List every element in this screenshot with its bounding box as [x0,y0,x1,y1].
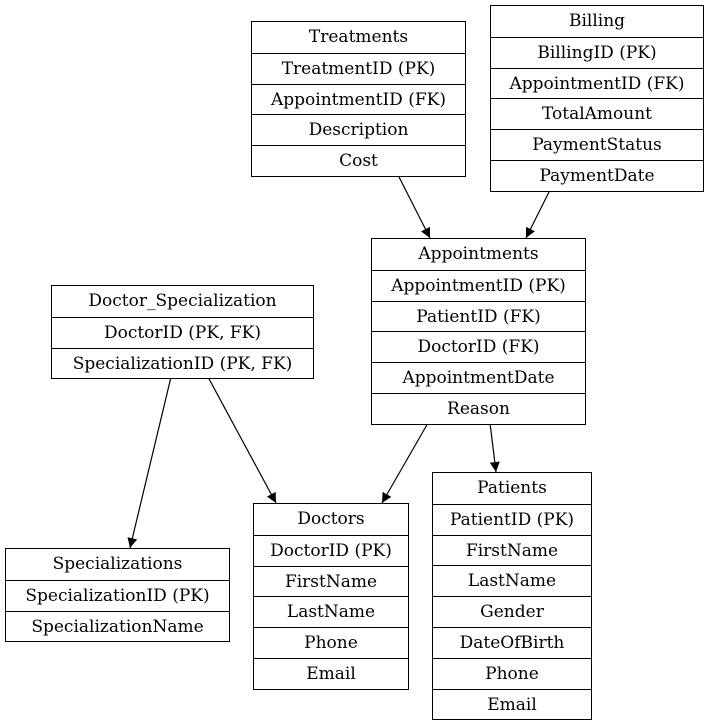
entity-field: TotalAmount [491,98,703,129]
edge-billing-appointments [525,189,551,239]
edge-docspec-doctors [207,376,277,504]
entity-field: Phone [254,627,408,658]
entity-field: FirstName [254,565,408,597]
entity-field: PaymentDate [491,159,703,191]
entity-field: SpecializationID (PK) [6,579,229,611]
entity-appointments[interactable]: Appointments AppointmentID (PK) PatientI… [371,238,586,425]
entity-field: TreatmentID (PK) [252,52,465,84]
entity-field: AppointmentDate [372,362,585,393]
entity-field: FirstName [433,534,591,566]
entity-patients[interactable]: Patients PatientID (PK) FirstName LastNa… [432,472,592,721]
entity-field: DoctorID (PK) [254,534,408,566]
entity-title: Doctors [297,509,365,529]
entity-doctor-specialization[interactable]: Doctor_Specialization DoctorID (PK, FK) … [51,285,314,380]
edge-appointments-patients [489,422,500,473]
edge-docspec-specializations [127,376,172,549]
entity-field: PaymentStatus [491,129,703,160]
entity-title: Appointments [418,244,539,264]
entity-field: BillingID (PK) [491,36,703,68]
entity-field: Reason [372,392,585,424]
entity-treatments[interactable]: Treatments TreatmentID (PK) AppointmentI… [251,21,466,177]
entity-field: DateOfBirth [433,626,591,658]
entity-field: Description [252,114,465,145]
entity-field: Phone [433,657,591,689]
entity-billing[interactable]: Billing BillingID (PK) AppointmentID (FK… [490,5,704,192]
entity-title: Patients [477,478,547,498]
entity-field: AppointmentID (PK) [372,269,585,301]
entity-field: DoctorID (FK) [372,331,585,362]
entity-title: Treatments [308,27,409,47]
entity-specializations[interactable]: Specializations SpecializationID (PK) Sp… [5,548,230,643]
edge-appointments-doctors [381,422,429,504]
entity-field: Email [433,688,591,720]
entity-field: Email [254,657,408,689]
entity-field: LastName [433,565,591,596]
entity-field: LastName [254,596,408,627]
entity-field: AppointmentID (FK) [252,83,465,115]
entity-field: Cost [252,145,465,176]
entity-field: SpecializationName [6,610,229,642]
entity-field: PatientID (PK) [433,503,591,535]
entity-field: AppointmentID (FK) [491,67,703,99]
entity-title: Specializations [52,554,183,574]
entity-title: Doctor_Specialization [88,291,277,311]
entity-field: DoctorID (PK, FK) [52,316,313,348]
edge-treatments-appointments [397,174,431,239]
entity-field: SpecializationID (PK, FK) [52,347,313,379]
entity-field: PatientID (FK) [372,300,585,332]
entity-doctors[interactable]: Doctors DoctorID (PK) FirstName LastName… [253,503,409,690]
entity-field: Gender [433,596,591,627]
entity-title: Billing [568,11,626,31]
